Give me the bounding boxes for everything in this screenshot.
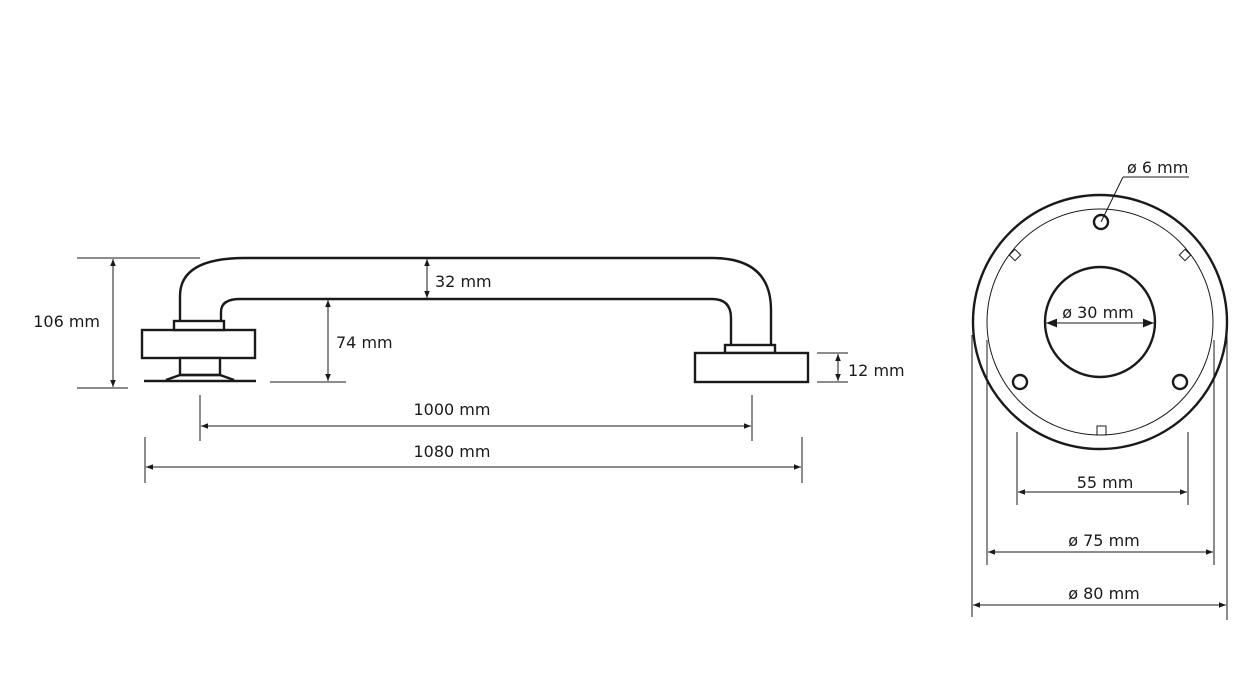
label-hole-spacing: 55 mm (1077, 473, 1134, 492)
label-center-distance: 1000 mm (414, 400, 491, 419)
screw-hole-left (1011, 373, 1029, 391)
front-view: ø 6 mm ø 30 mm 55 mm ø 75 mm ø 80 mm (971, 158, 1229, 620)
dim-overall-length: 1080 mm (144, 437, 803, 483)
left-mount (140, 319, 257, 383)
dim-hole-spacing: 55 mm (1016, 432, 1189, 505)
label-overall-length: 1080 mm (414, 442, 491, 461)
label-inner-ring: ø 75 mm (1068, 531, 1140, 550)
right-mount (693, 343, 810, 384)
screw-hole-top (1092, 213, 1110, 231)
dim-tube-opening: ø 30 mm (1046, 303, 1154, 328)
square-mark-right (1178, 248, 1192, 262)
handle-tube-outer (178, 256, 773, 345)
square-mark-left (1008, 248, 1022, 262)
flange-outer-circle (971, 193, 1229, 451)
flange-inner-ring (986, 208, 1214, 436)
label-tube-opening: ø 30 mm (1062, 303, 1134, 322)
dim-center-distance: 1000 mm (199, 395, 753, 441)
square-mark-bottom (1096, 425, 1107, 436)
label-screw-hole: ø 6 mm (1127, 158, 1188, 177)
dim-screw-hole: ø 6 mm (1100, 158, 1189, 223)
label-outer-diameter: ø 80 mm (1068, 584, 1140, 603)
dim-height-total: 106 mm (33, 257, 200, 389)
handle-tube-inner (219, 297, 733, 345)
tube-opening-circle (1043, 265, 1157, 379)
label-tube-diameter: 32 mm (435, 272, 492, 291)
side-view: 106 mm 32 mm 74 mm 12 mm 1000 mm (33, 256, 905, 483)
label-height-total: 106 mm (33, 312, 100, 331)
dim-inner-ring: ø 75 mm (986, 340, 1215, 565)
dim-plate-thickness: 12 mm (817, 352, 905, 383)
dim-outer-diameter: ø 80 mm (971, 335, 1228, 620)
screw-hole-right (1171, 373, 1189, 391)
dim-tube-diameter: 32 mm (424, 259, 492, 298)
label-plate-thickness: 12 mm (848, 361, 905, 380)
label-clearance: 74 mm (336, 333, 393, 352)
dim-clearance: 74 mm (270, 300, 393, 383)
